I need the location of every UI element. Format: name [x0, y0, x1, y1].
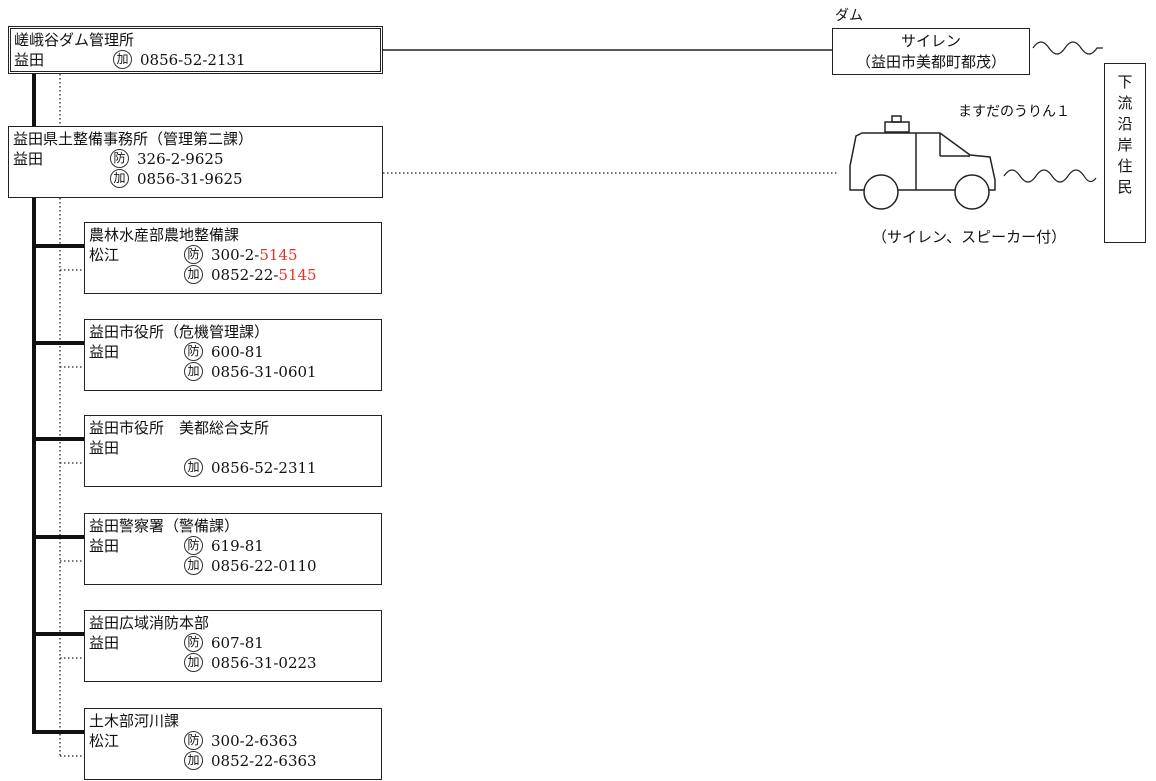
siren-location: （益田市美都町都茂）	[855, 53, 1006, 71]
civil-office-title: 益田県土整備事務所（管理第二課）	[13, 130, 254, 148]
contact-phone-bousai: 607-81	[211, 634, 264, 652]
contact-phone-kanyu: 0856-22-0110	[211, 557, 317, 575]
contact-box: 土木部河川課 松江 防 300-2-6363 加 0852-22-6363	[84, 708, 382, 780]
main-office-location: 益田	[14, 51, 45, 69]
contact-title: 益田市役所 美都総合支所	[89, 419, 270, 437]
bousai-badge-icon: 防	[184, 245, 203, 264]
bousai-badge-icon: 防	[184, 633, 203, 652]
contact-phone-bousai: 619-81	[211, 537, 264, 555]
bousai-badge-icon: 防	[184, 731, 203, 750]
contact-box: 益田警察署（警備課） 益田 防 619-81 加 0856-22-0110	[84, 513, 382, 585]
main-office-title: 嵯峨谷ダム管理所	[14, 31, 135, 49]
kanyu-badge-icon: 加	[110, 169, 129, 188]
contact-title: 農林水産部農地整備課	[89, 226, 240, 244]
patrol-car-caption: （サイレン、スピーカー付）	[872, 228, 1067, 246]
contact-box: 益田広域消防本部 益田 防 607-81 加 0856-31-0223	[84, 610, 382, 682]
contact-phone-bousai: 300-2-5145	[211, 246, 298, 264]
kanyu-badge-icon: 加	[184, 751, 203, 770]
kanyu-badge-icon: 加	[184, 362, 203, 381]
civil-office-phone-bousai: 326-2-9625	[137, 150, 224, 168]
bousai-badge-icon: 防	[110, 149, 129, 168]
contact-title: 益田市役所（危機管理課）	[89, 323, 270, 341]
contact-title: 土木部河川課	[89, 712, 180, 730]
kanyu-badge-icon: 加	[184, 265, 203, 284]
contact-location: 松江	[89, 246, 120, 264]
siren-box: サイレン （益田市美都町都茂）	[832, 28, 1030, 75]
civil-office-phone-kanyu: 0856-31-9625	[137, 170, 243, 188]
civil-office-box: 益田県土整備事務所（管理第二課） 益田 防 326-2-9625 加 0856-…	[8, 126, 383, 198]
contact-phone-bousai: 600-81	[211, 343, 264, 361]
downstream-residents-box: 下 流 沿 岸 住 民	[1104, 63, 1146, 243]
contact-location: 益田	[89, 537, 120, 555]
bousai-badge-icon: 防	[184, 536, 203, 555]
main-office-box: 嵯峨谷ダム管理所 益田 加 0856-52-2131	[8, 26, 383, 74]
contact-phone-bousai: 300-2-6363	[211, 732, 298, 750]
contact-box: 益田市役所（危機管理課） 益田 防 600-81 加 0856-31-0601	[84, 319, 382, 391]
contact-phone-kanyu: 0856-31-0601	[211, 363, 317, 381]
contact-phone-kanyu: 0856-31-0223	[211, 654, 317, 672]
contact-location: 益田	[89, 343, 120, 361]
siren-caption: ダム	[835, 8, 863, 24]
contact-phone-kanyu: 0856-52-2311	[211, 459, 317, 477]
kanyu-badge-icon: 加	[113, 50, 132, 69]
contact-box: 益田市役所 美都総合支所 益田 加 0856-52-2311	[84, 415, 382, 487]
civil-office-location: 益田	[13, 150, 44, 168]
contact-location: 益田	[89, 634, 120, 652]
contact-phone-kanyu: 0852-22-6363	[211, 752, 317, 770]
kanyu-badge-icon: 加	[184, 653, 203, 672]
contact-title: 益田広域消防本部	[89, 614, 210, 632]
kanyu-badge-icon: 加	[184, 458, 203, 477]
kanyu-badge-icon: 加	[184, 556, 203, 575]
contact-title: 益田警察署（警備課）	[89, 517, 240, 535]
patrol-car-icon	[849, 115, 996, 210]
siren-label: サイレン	[900, 32, 961, 50]
contact-location: 益田	[89, 439, 120, 457]
contact-phone-kanyu: 0852-22-5145	[211, 266, 317, 284]
contact-box: 農林水産部農地整備課 松江 防 300-2-5145 加 0852-22-514…	[84, 222, 382, 294]
bousai-badge-icon: 防	[184, 342, 203, 361]
main-office-phone: 0856-52-2131	[140, 51, 246, 69]
patrol-car-name: ますだのうりん１	[958, 104, 1070, 120]
contact-location: 松江	[89, 732, 120, 750]
